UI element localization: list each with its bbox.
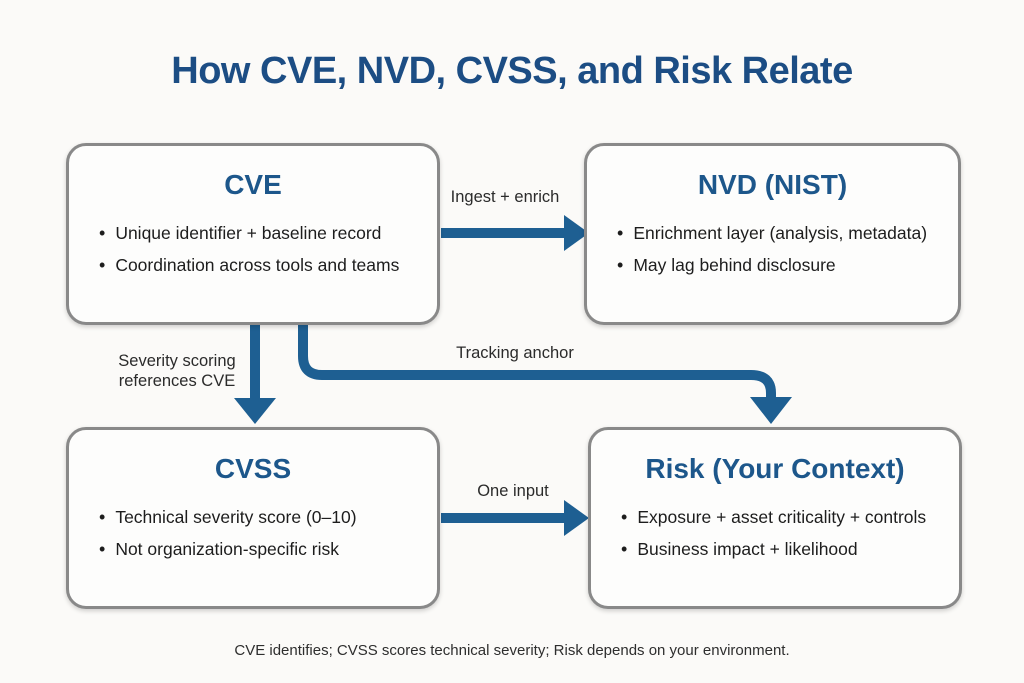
nvd-bullet-2-text: May lag behind disclosure	[633, 255, 836, 275]
ingest-enrich-label: Ingest + enrich	[450, 188, 560, 206]
risk-bullet-list: Exposure + asset criticality + controls …	[591, 504, 959, 562]
cve-box: CVE Unique identifier + baseline record …	[66, 143, 440, 325]
cvss-bullet-2: Not organization-specific risk	[99, 536, 425, 562]
nvd-bullet-1-text: Enrichment layer (analysis, metadata)	[633, 223, 928, 243]
risk-bullet-2-text: Business impact + likelihood	[637, 539, 858, 559]
diagram-title: How CVE, NVD, CVSS, and Risk Relate	[171, 50, 853, 92]
tracking-anchor-label: Tracking anchor	[456, 344, 574, 362]
cve-box-title: CVE	[224, 169, 282, 200]
arrow-cve-to-nvd-icon	[441, 215, 589, 251]
risk-bullet-2: Business impact + likelihood	[621, 536, 947, 562]
cvss-box: CVSS Technical severity score (0–10) Not…	[66, 427, 440, 609]
nvd-bullet-2: May lag behind disclosure	[617, 252, 946, 278]
cve-bullet-2-text: Coordination across tools and teams	[115, 255, 400, 275]
nvd-box-title: NVD (NIST)	[697, 169, 848, 200]
arrow-cve-to-risk-icon	[298, 325, 792, 424]
risk-bullet-1-text: Exposure + asset criticality + controls	[637, 507, 927, 527]
one-input-label: One input	[477, 482, 549, 500]
nvd-bullet-list: Enrichment layer (analysis, metadata) Ma…	[587, 220, 958, 278]
risk-bullet-1: Exposure + asset criticality + controls	[621, 504, 947, 530]
nvd-box: NVD (NIST) Enrichment layer (analysis, m…	[584, 143, 961, 325]
arrow-cvss-to-risk-icon	[441, 500, 589, 536]
arrow-cve-to-cvss-icon	[234, 325, 276, 424]
cve-bullet-2: Coordination across tools and teams	[99, 252, 425, 278]
risk-box: Risk (Your Context) Exposure + asset cri…	[588, 427, 962, 609]
nvd-bullet-1: Enrichment layer (analysis, metadata)	[617, 220, 946, 246]
severity-scoring-label-line1: Severity scoring	[118, 352, 236, 370]
severity-scoring-label-line2: references CVE	[118, 372, 236, 390]
cve-bullet-1: Unique identifier + baseline record	[99, 220, 425, 246]
cvss-bullet-1-text: Technical severity score (0–10)	[115, 507, 357, 527]
cvss-bullet-2-text: Not organization-specific risk	[115, 539, 340, 559]
severity-scoring-label: Severity scoring references CVE	[97, 351, 257, 391]
cve-bullet-list: Unique identifier + baseline record Coor…	[69, 220, 437, 278]
cve-bullet-1-text: Unique identifier + baseline record	[115, 223, 382, 243]
cvss-bullet-list: Technical severity score (0–10) Not orga…	[69, 504, 437, 562]
risk-box-title: Risk (Your Context)	[645, 453, 905, 484]
footer-caption: CVE identifies; CVSS scores technical se…	[234, 642, 790, 659]
cvss-box-title: CVSS	[214, 453, 292, 484]
cvss-bullet-1: Technical severity score (0–10)	[99, 504, 425, 530]
